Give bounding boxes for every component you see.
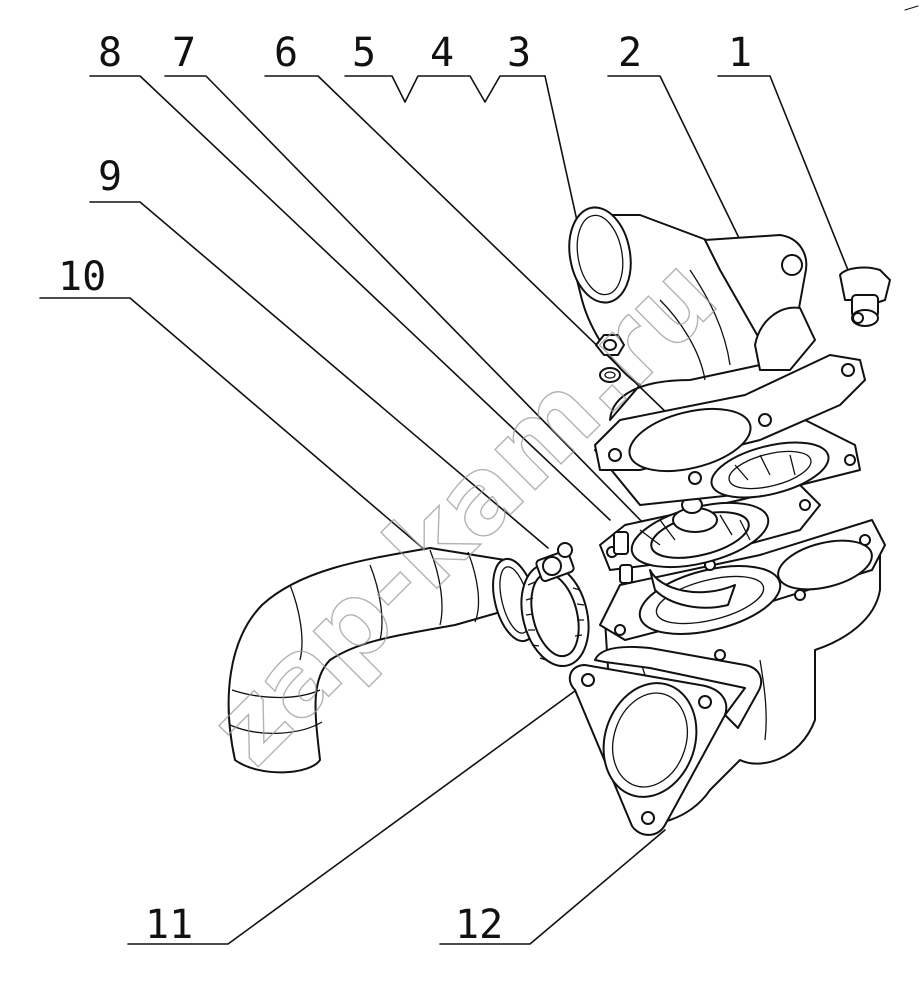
callout-3: 3: [507, 30, 531, 76]
callout-5: 5: [352, 30, 376, 76]
corner-mark: [904, 5, 919, 11]
callout-11: 11: [145, 902, 193, 948]
leader-2: [607, 75, 741, 241]
leader-12: [439, 829, 666, 945]
hose-clamp: [520, 542, 590, 668]
nut-and-washer: [595, 334, 625, 383]
callout-7: 7: [172, 30, 196, 76]
leader-10: [39, 297, 461, 581]
lower-thermostat: [599, 484, 821, 609]
thermostat-cover: [568, 206, 866, 485]
callout-1: 1: [728, 30, 752, 76]
callout-4: 4: [430, 30, 454, 76]
callout-10: 10: [58, 254, 106, 300]
callout-9: 9: [98, 154, 122, 200]
callout-8: 8: [98, 30, 122, 76]
leader-3-4-5-bracket: [344, 75, 546, 103]
callout-2: 2: [618, 30, 642, 76]
leader-6: [264, 75, 701, 446]
leader-7: [164, 75, 651, 531]
leader-1: [717, 75, 861, 301]
leader-8: [89, 75, 611, 521]
elbow-fitting: [839, 266, 891, 327]
callout-6: 6: [274, 30, 298, 76]
leader-lines: [39, 75, 861, 945]
callout-labels: 1 2 3 4 5 6 7 8 9 10 11 12: [58, 30, 752, 948]
callout-12: 12: [455, 902, 503, 948]
leader-11: [127, 679, 591, 945]
outlet-flange: [568, 645, 763, 836]
leader-9: [89, 201, 549, 549]
